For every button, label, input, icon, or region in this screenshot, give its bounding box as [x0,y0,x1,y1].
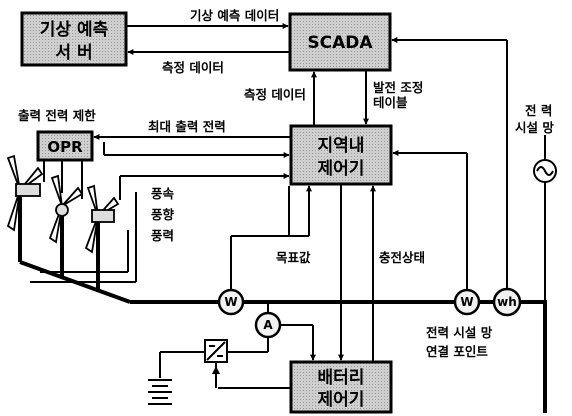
arrow-to-converter [212,366,220,374]
weather-server-box [20,11,128,67]
ammeter-label: A [263,318,273,332]
label-wind-speed: 풍속 [151,186,175,201]
scada-box [288,12,392,72]
scada-label: SCADA [307,33,373,53]
local-controller-label-2: 제어기 [318,159,365,179]
battery-controller-box [289,360,393,414]
meter-w2-label: W [460,295,473,309]
meter-w1-label: W [224,295,237,309]
label-weather-forecast-data: 기상 예측 데이터 [190,8,279,23]
opr-box [36,130,94,162]
weather-server-label-2: 서 버 [55,43,92,63]
label-target-value: 목표값 [276,250,311,265]
wind-turbine-icon-2 [48,174,84,278]
label-wind-power: 풍력 [151,228,174,243]
label-gen-adjust-1: 발전 조정 [373,80,423,95]
label-output-power-limit: 출력 전력 제한 [18,108,96,123]
label-grid-2: 시설 망 [515,120,554,135]
label-measured-data-top: 측정 데이터 [162,60,224,75]
label-grid-conn-1: 전력 시설 망 [426,325,493,340]
label-measured-data-mid: 측정 데이터 [244,87,306,102]
ac-wave-icon [536,166,554,176]
local-controller-box [289,124,393,186]
converter-diagonal [206,341,226,361]
label-gen-adjust-2: 테이블 [373,95,408,110]
meter-wh-label: wh [497,295,517,309]
label-grid-conn-2: 연결 포인트 [426,344,488,359]
weather-server-label-1: 기상 예측 [40,20,109,40]
wind-turbine-icon-1 [6,154,44,262]
wind-turbine-icon-3 [84,184,120,292]
opr-label: OPR [47,138,83,156]
label-wind-direction: 풍향 [151,207,175,222]
label-charge-state: 충전상태 [379,250,425,265]
label-grid-1: 전 력 [525,103,552,118]
battery-controller-label-1: 배터리 [318,368,365,388]
battery-controller-label-2: 제어기 [318,390,365,410]
local-controller-label-1: 지역내 [318,136,365,156]
label-max-output-power: 최대 출력 전력 [148,119,226,134]
battery-icon [148,379,172,405]
